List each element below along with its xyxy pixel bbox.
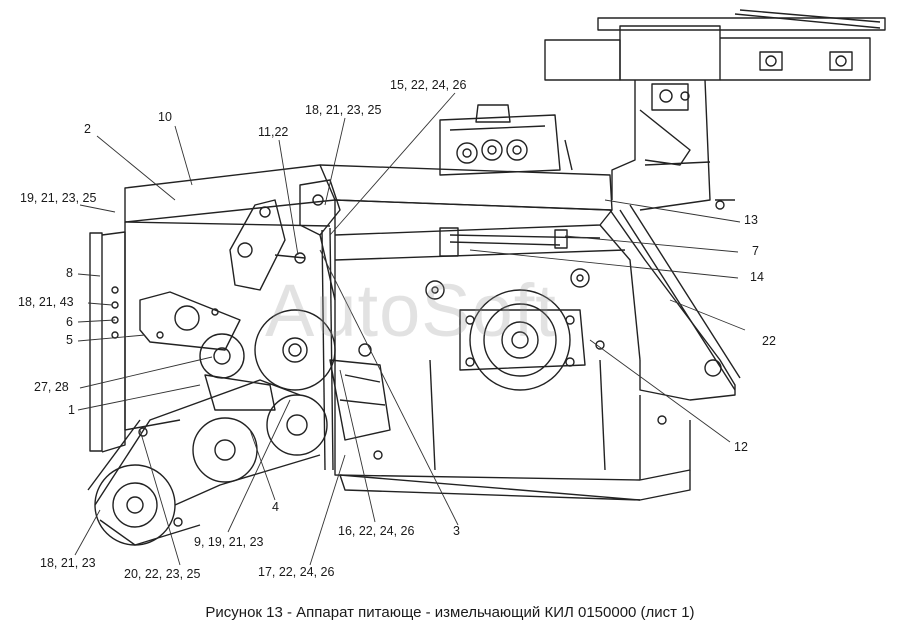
callout-15-22-24-26: 15, 22, 24, 26 xyxy=(390,78,467,92)
discharge-frame xyxy=(544,9,886,211)
main-hub xyxy=(425,268,590,391)
callout-17-22-24-26: 17, 22, 24, 26 xyxy=(258,565,335,579)
callout-27-28: 27, 28 xyxy=(34,380,69,394)
lever-linkage xyxy=(229,179,341,301)
watermark-text: AutoSoft xyxy=(265,269,557,352)
callout-22: 22 xyxy=(762,334,776,348)
callout-3: 3 xyxy=(453,524,460,538)
callout-18-21-43: 18, 21, 43 xyxy=(18,295,74,309)
callout-20-22-23-25: 20, 22, 23, 25 xyxy=(124,567,201,581)
side-panel xyxy=(89,231,126,453)
rods xyxy=(439,199,735,257)
callout-5: 5 xyxy=(66,333,73,347)
callout-1: 1 xyxy=(68,403,75,417)
callout-7: 7 xyxy=(752,244,759,258)
callout-16-22-24-26: 16, 22, 24, 26 xyxy=(338,524,415,538)
callout-13: 13 xyxy=(744,213,758,227)
callout-12: 12 xyxy=(734,440,748,454)
figure-caption: Рисунок 13 - Аппарат питающе - измельчаю… xyxy=(205,604,695,621)
callout-4: 4 xyxy=(272,500,279,514)
callout-9-19-21-23: 9, 19, 21, 23 xyxy=(194,535,264,549)
callout-18-21-23-25: 18, 21, 23, 25 xyxy=(305,103,382,117)
tensioner xyxy=(329,343,391,460)
callout-11-22: 11,22 xyxy=(258,125,289,139)
frame-lines xyxy=(321,227,667,471)
callout-10: 10 xyxy=(158,110,172,124)
upper-pulley xyxy=(199,309,336,411)
callout-6: 6 xyxy=(66,315,73,329)
callout-8: 8 xyxy=(66,266,73,280)
bracket xyxy=(139,291,241,351)
callout-14: 14 xyxy=(750,270,764,284)
callout-19-21-23-25: 19, 21, 23, 25 xyxy=(20,191,97,205)
callout-18-21-23: 18, 21, 23 xyxy=(40,556,96,570)
drive-gearbox xyxy=(439,104,573,176)
belt-drive xyxy=(87,379,328,546)
machine-drawing xyxy=(74,9,886,566)
callout-2: 2 xyxy=(84,122,91,136)
leader-lines xyxy=(74,92,746,566)
